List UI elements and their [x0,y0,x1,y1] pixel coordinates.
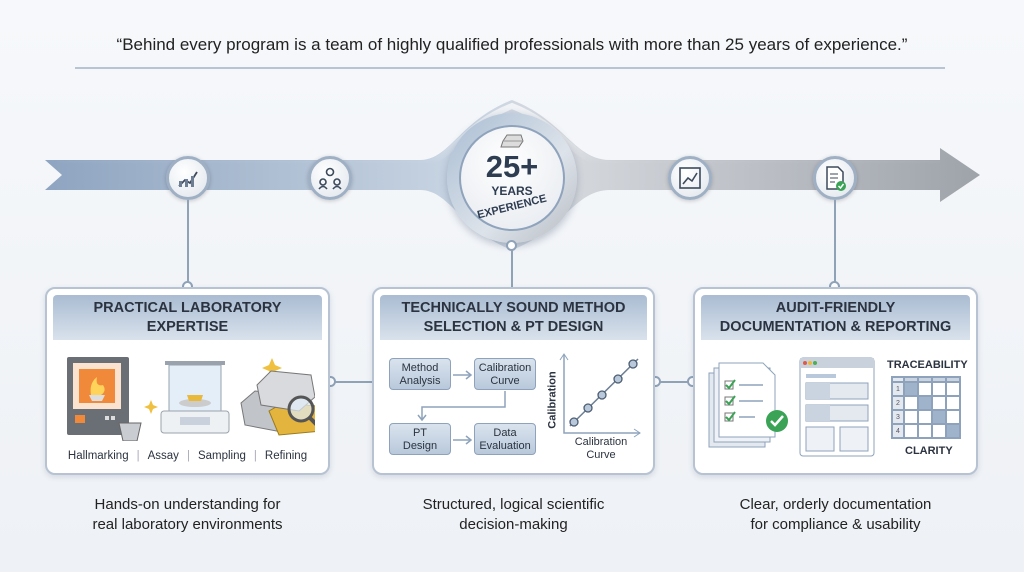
matrix-row-label: 1 [892,382,904,396]
matrix-cell [932,382,946,396]
workflow-icon [668,156,712,200]
document-check-icon [813,156,857,200]
expertise-tags: Hallmarking| Assay| Sampling| Refining [67,450,308,462]
matrix-cell [946,396,960,410]
matrix-cell [932,424,946,438]
team-icon [308,156,352,200]
panel-lab-expertise: PRACTICAL LABORATORY EXPERTISE Hallmarki… [45,287,330,475]
matrix-cell [904,424,918,438]
balance-icon [160,361,230,434]
silver-bar-icon [500,134,524,148]
panel-title: AUDIT-FRIENDLY [775,300,896,316]
matrix-cell [946,410,960,424]
matrix-cell [904,410,918,424]
chart-y-label: Calibration [546,371,559,429]
panel-title: TECHNICALLY SOUND METHOD [401,300,626,316]
connector-line [187,200,189,287]
panel-title: PRACTICAL LABORATORY [93,300,282,316]
matrix-cell [946,382,960,396]
metal-bars-magnifier-icon [240,370,315,436]
panel-method-selection: TECHNICALLY SOUND METHOD SELECTION & PT … [372,287,655,475]
tag-assay: Assay [147,450,179,462]
matrix-header-cell [918,377,932,382]
matrix-row-label: 3 [892,410,904,424]
matrix-row-label: 2 [892,396,904,410]
chart-icon [166,156,210,200]
badge-number: 25+ [485,149,539,184]
flow-arrows [417,370,506,445]
connector-dot [506,240,517,251]
matrix-cell [932,410,946,424]
matrix-header-cell [946,377,960,382]
matrix-header-cell [892,377,904,382]
panel-title: SELECTION & PT DESIGN [423,319,604,335]
experience-badge: 25+ YEARS EXPERIENCE [447,113,577,243]
matrix-cell [918,382,932,396]
matrix-cell [918,424,932,438]
panel-title: DOCUMENTATION & REPORTING [719,319,952,335]
matrix-cell [946,424,960,438]
matrix-cell [918,396,932,410]
connector-line [331,381,372,383]
traceability-label: TRACEABILITY [887,359,968,371]
panel-header: AUDIT-FRIENDLY DOCUMENTATION & REPORTING [701,295,970,340]
matrix-row-label: 4 [892,424,904,438]
panel-header: PRACTICAL LABORATORY EXPERTISE [53,295,322,340]
checklist-documents-icon [708,362,788,448]
panel-title: EXPERTISE [146,319,229,335]
furnace-icon [67,357,142,441]
report-window-icon [799,357,875,457]
matrix-cell [918,410,932,424]
quote-text: “Behind every program is a team of highl… [116,35,908,54]
matrix-header-cell [904,377,918,382]
panel-documentation: AUDIT-FRIENDLY DOCUMENTATION & REPORTING… [693,287,978,475]
connector-line [834,200,836,287]
tag-hallmarking: Hallmarking [67,450,129,462]
divider [75,67,945,69]
panel-header: TECHNICALLY SOUND METHOD SELECTION & PT … [380,295,647,340]
connector-line [511,243,513,287]
tag-sampling: Sampling [197,450,246,462]
calibration-chart [559,353,641,438]
lab-illustrations [67,357,315,441]
matrix-cell [932,396,946,410]
matrix-header-cell [932,377,946,382]
connector-line [656,381,693,383]
badge-years: YEARS [491,184,533,198]
matrix-cell [904,396,918,410]
clarity-label: CLARITY [905,445,953,457]
tag-refining: Refining [264,450,308,462]
matrix-cell [904,382,918,396]
